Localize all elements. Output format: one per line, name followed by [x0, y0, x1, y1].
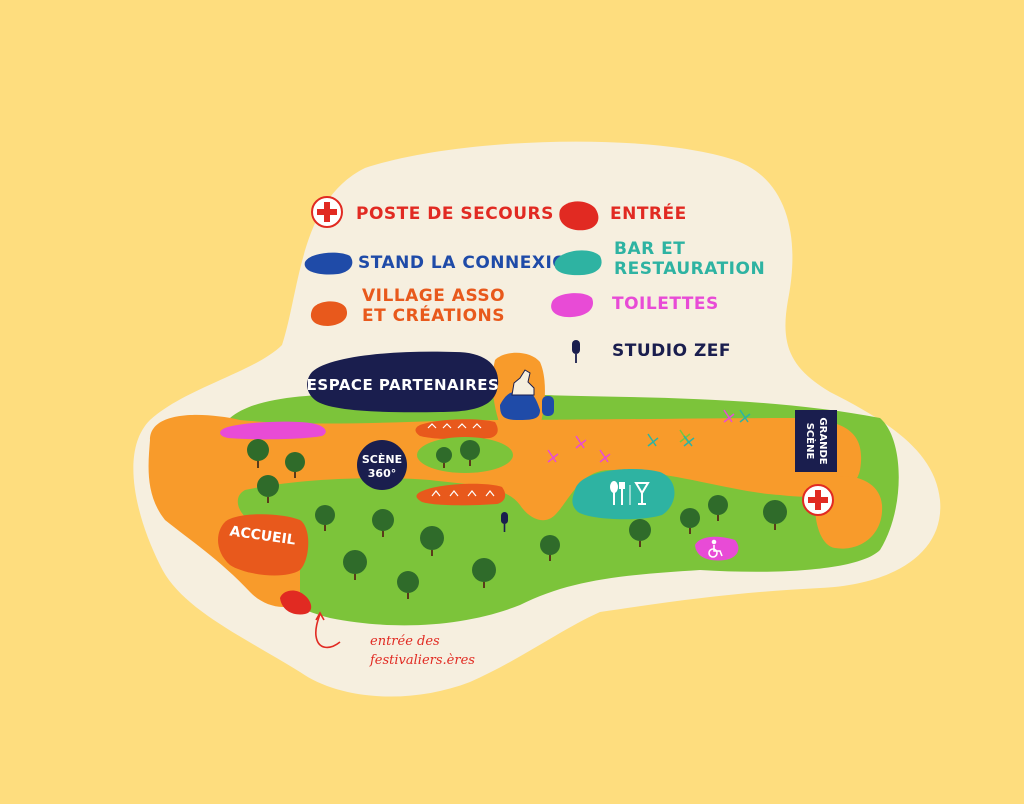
legend-village-label-1: VILLAGE ASSO [362, 286, 505, 306]
tree-trunks [257, 460, 776, 599]
legend-entrance-label: ENTRÉE [610, 202, 687, 224]
legend-village-label-2: ET CRÉATIONS [362, 304, 505, 326]
entrance-swatch [559, 201, 599, 231]
toilets-zone-north [220, 421, 326, 440]
wheelchair-icon [708, 539, 723, 558]
legend-toilets: TOILETTES [551, 293, 719, 318]
bar-swatch [554, 250, 602, 276]
legend-bar: BAR ET RESTAURATION [554, 239, 765, 279]
legend-first-aid-label: POSTE DE SECOURS [356, 204, 554, 224]
espace-partenaires-zone [307, 351, 499, 413]
scene-360-label-2: 360° [368, 467, 396, 480]
legend-bar-label-1: BAR ET [614, 239, 685, 259]
equestrian-statue-icon [500, 369, 540, 420]
entry-note-2: festivaliers.ères [369, 653, 475, 668]
espace-partenaires-label: ESPACE PARTENAIRES [307, 376, 500, 394]
studio-zef-marker [501, 512, 508, 532]
grande-scene-label-1: GRANDE [817, 417, 828, 464]
legend-entrance: ENTRÉE [559, 201, 687, 231]
entry-arrow-icon [315, 611, 341, 649]
grande-scene: GRANDE SCÈNE [795, 410, 837, 472]
deckchairs [547, 409, 751, 463]
legend-first-aid: POSTE DE SECOURS [311, 196, 554, 228]
accueil-zone: ACCUEIL [218, 514, 309, 576]
bar-restauration-zone [572, 469, 675, 520]
village-asso-south [416, 483, 506, 506]
village-swatch [310, 301, 348, 326]
legend-bar-label-2: RESTAURATION [614, 259, 765, 279]
scene-360-label-1: SCÈNE [362, 453, 402, 466]
legend-studio-label: STUDIO ZEF [612, 341, 731, 361]
entry-note-1: entrée des [370, 634, 440, 649]
legend-studio: STUDIO ZEF [572, 340, 731, 363]
scene-360: SCÈNE 360° [357, 440, 407, 490]
toilets-swatch [551, 293, 594, 318]
tree-icon [247, 439, 787, 593]
food-drink-icon [610, 481, 650, 505]
legend-village: VILLAGE ASSO ET CRÉATIONS [310, 286, 505, 326]
legend-stand: STAND LA CONNEXION [304, 252, 582, 275]
stand-swatch [304, 252, 353, 275]
entrance-marker [280, 590, 312, 615]
legend-stand-label: STAND LA CONNEXION [358, 253, 582, 273]
village-asso-north [415, 419, 498, 440]
stand-la-connexion-marker [542, 396, 554, 416]
legend-toilets-label: TOILETTES [612, 294, 719, 314]
microphone-icon [572, 340, 580, 363]
first-aid-station [802, 484, 834, 516]
toilets-zone-accessible [695, 536, 739, 561]
grande-scene-label-2: SCÈNE [804, 423, 817, 460]
red-cross-icon [311, 196, 343, 228]
